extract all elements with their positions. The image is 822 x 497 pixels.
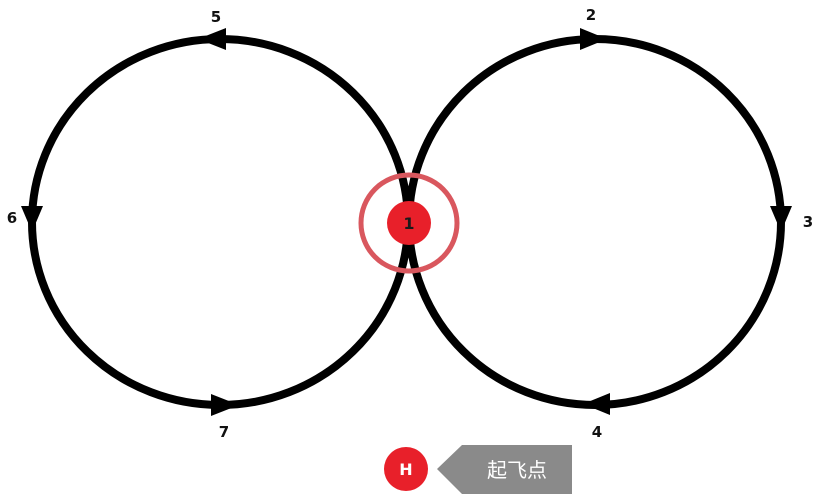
waypoint-label-7: 7 xyxy=(219,423,229,441)
center-marker-dot xyxy=(387,201,431,245)
home-marker-label: H xyxy=(399,460,412,479)
arrow-to-wp3 xyxy=(770,206,792,232)
right-loop-path xyxy=(405,35,785,409)
waypoint-label-1: 1 xyxy=(403,214,414,233)
left-loop-path xyxy=(28,35,412,409)
home-point: H xyxy=(384,447,428,491)
arrow-to-wp7 xyxy=(211,394,239,416)
arrow-to-wp2 xyxy=(580,28,607,50)
arrow-to-wp6 xyxy=(21,206,43,232)
waypoint-label-5: 5 xyxy=(211,8,221,26)
home-marker xyxy=(384,447,428,491)
waypoint-label-4: 4 xyxy=(592,423,602,441)
waypoint-label-3: 3 xyxy=(803,213,813,231)
arrow-to-wp5 xyxy=(198,28,226,50)
waypoint-label-6: 6 xyxy=(7,209,17,227)
takeoff-tag-text: 起飞点 xyxy=(487,458,547,482)
arrow-to-wp4 xyxy=(583,393,610,415)
waypoint-label-2: 2 xyxy=(586,6,596,24)
center-marker-ring xyxy=(358,172,460,274)
takeoff-tag-shape xyxy=(437,445,572,494)
takeoff-tag: 起飞点 xyxy=(437,445,572,494)
